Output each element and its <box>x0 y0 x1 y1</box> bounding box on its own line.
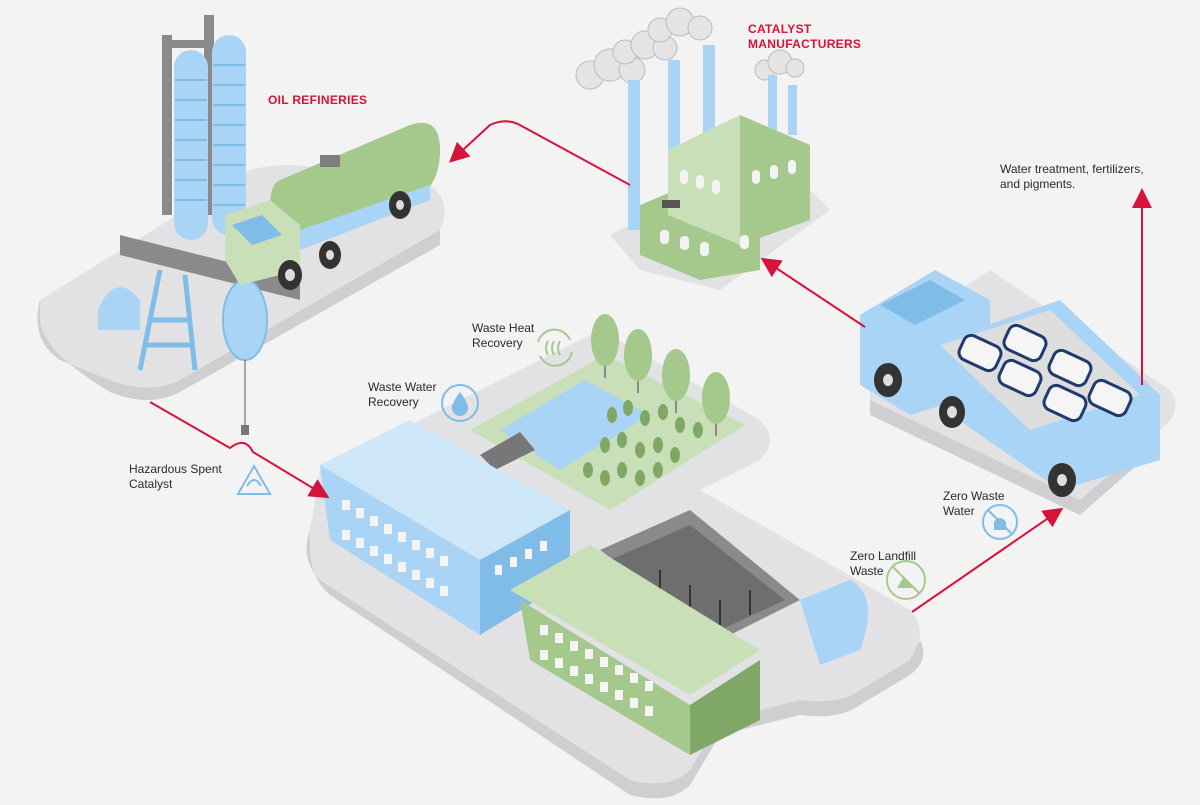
flow-arrows <box>149 120 1152 613</box>
pond-garden <box>470 314 745 510</box>
label-zero-waste-water: Zero Waste Water <box>943 489 1005 519</box>
label-end-uses: Water treatment, fertilizers, and pigmen… <box>1000 162 1144 192</box>
label-catalyst-manufacturers: CATALYST MANUFACTURERS <box>748 22 861 52</box>
label-waste-heat-recovery: Waste Heat Recovery <box>472 321 534 351</box>
landfill-shed <box>600 510 868 665</box>
catalyst-bags <box>957 323 1133 423</box>
no-water-waste-icon <box>982 504 1018 540</box>
arrow-recycling-to-truck <box>911 507 1064 613</box>
label-line: Waste Heat <box>472 321 535 335</box>
arrow-truck-to-catalyst <box>760 257 866 328</box>
tanker-truck <box>225 122 440 290</box>
pump-jack <box>98 235 300 435</box>
label-hazardous-spent-catalyst: Hazardous Spent Catalyst <box>129 462 222 492</box>
label-waste-water-recovery: Waste Water Recovery <box>368 380 436 410</box>
label-line: Zero Landfill <box>850 549 917 563</box>
label-line: CATALYST <box>748 22 812 36</box>
label-line: Recovery <box>472 336 523 350</box>
label-line: MANUFACTURERS <box>748 37 862 51</box>
no-landfill-icon <box>886 560 926 600</box>
flatbed-truck <box>860 270 1160 497</box>
water-drop-icon <box>441 384 479 422</box>
arrow-refinery-to-recycling <box>149 401 330 499</box>
label-line: Catalyst <box>129 477 173 491</box>
label-line: and pigments. <box>1000 177 1076 191</box>
refinery-towers <box>162 15 246 240</box>
label-zero-landfill-waste: Zero Landfill Waste <box>850 549 916 579</box>
label-line: Waste <box>850 564 884 578</box>
label-line: Zero Waste <box>943 489 1005 503</box>
label-line: Water <box>943 504 975 518</box>
recovery-building-green <box>510 545 760 755</box>
hazard-triangle-icon <box>236 463 272 495</box>
heat-recycle-icon <box>537 328 573 367</box>
catalyst-factory <box>575 7 810 280</box>
label-oil-refineries: OIL REFINERIES <box>268 93 368 107</box>
label-line: Water treatment, fertilizers, <box>1000 162 1144 176</box>
label-line: Hazardous Spent <box>129 462 222 476</box>
recovery-building-blue <box>320 420 570 635</box>
label-line: Waste Water <box>368 380 437 394</box>
label-line: Recovery <box>368 395 419 409</box>
arrow-catalyst-to-refinery <box>449 120 631 186</box>
